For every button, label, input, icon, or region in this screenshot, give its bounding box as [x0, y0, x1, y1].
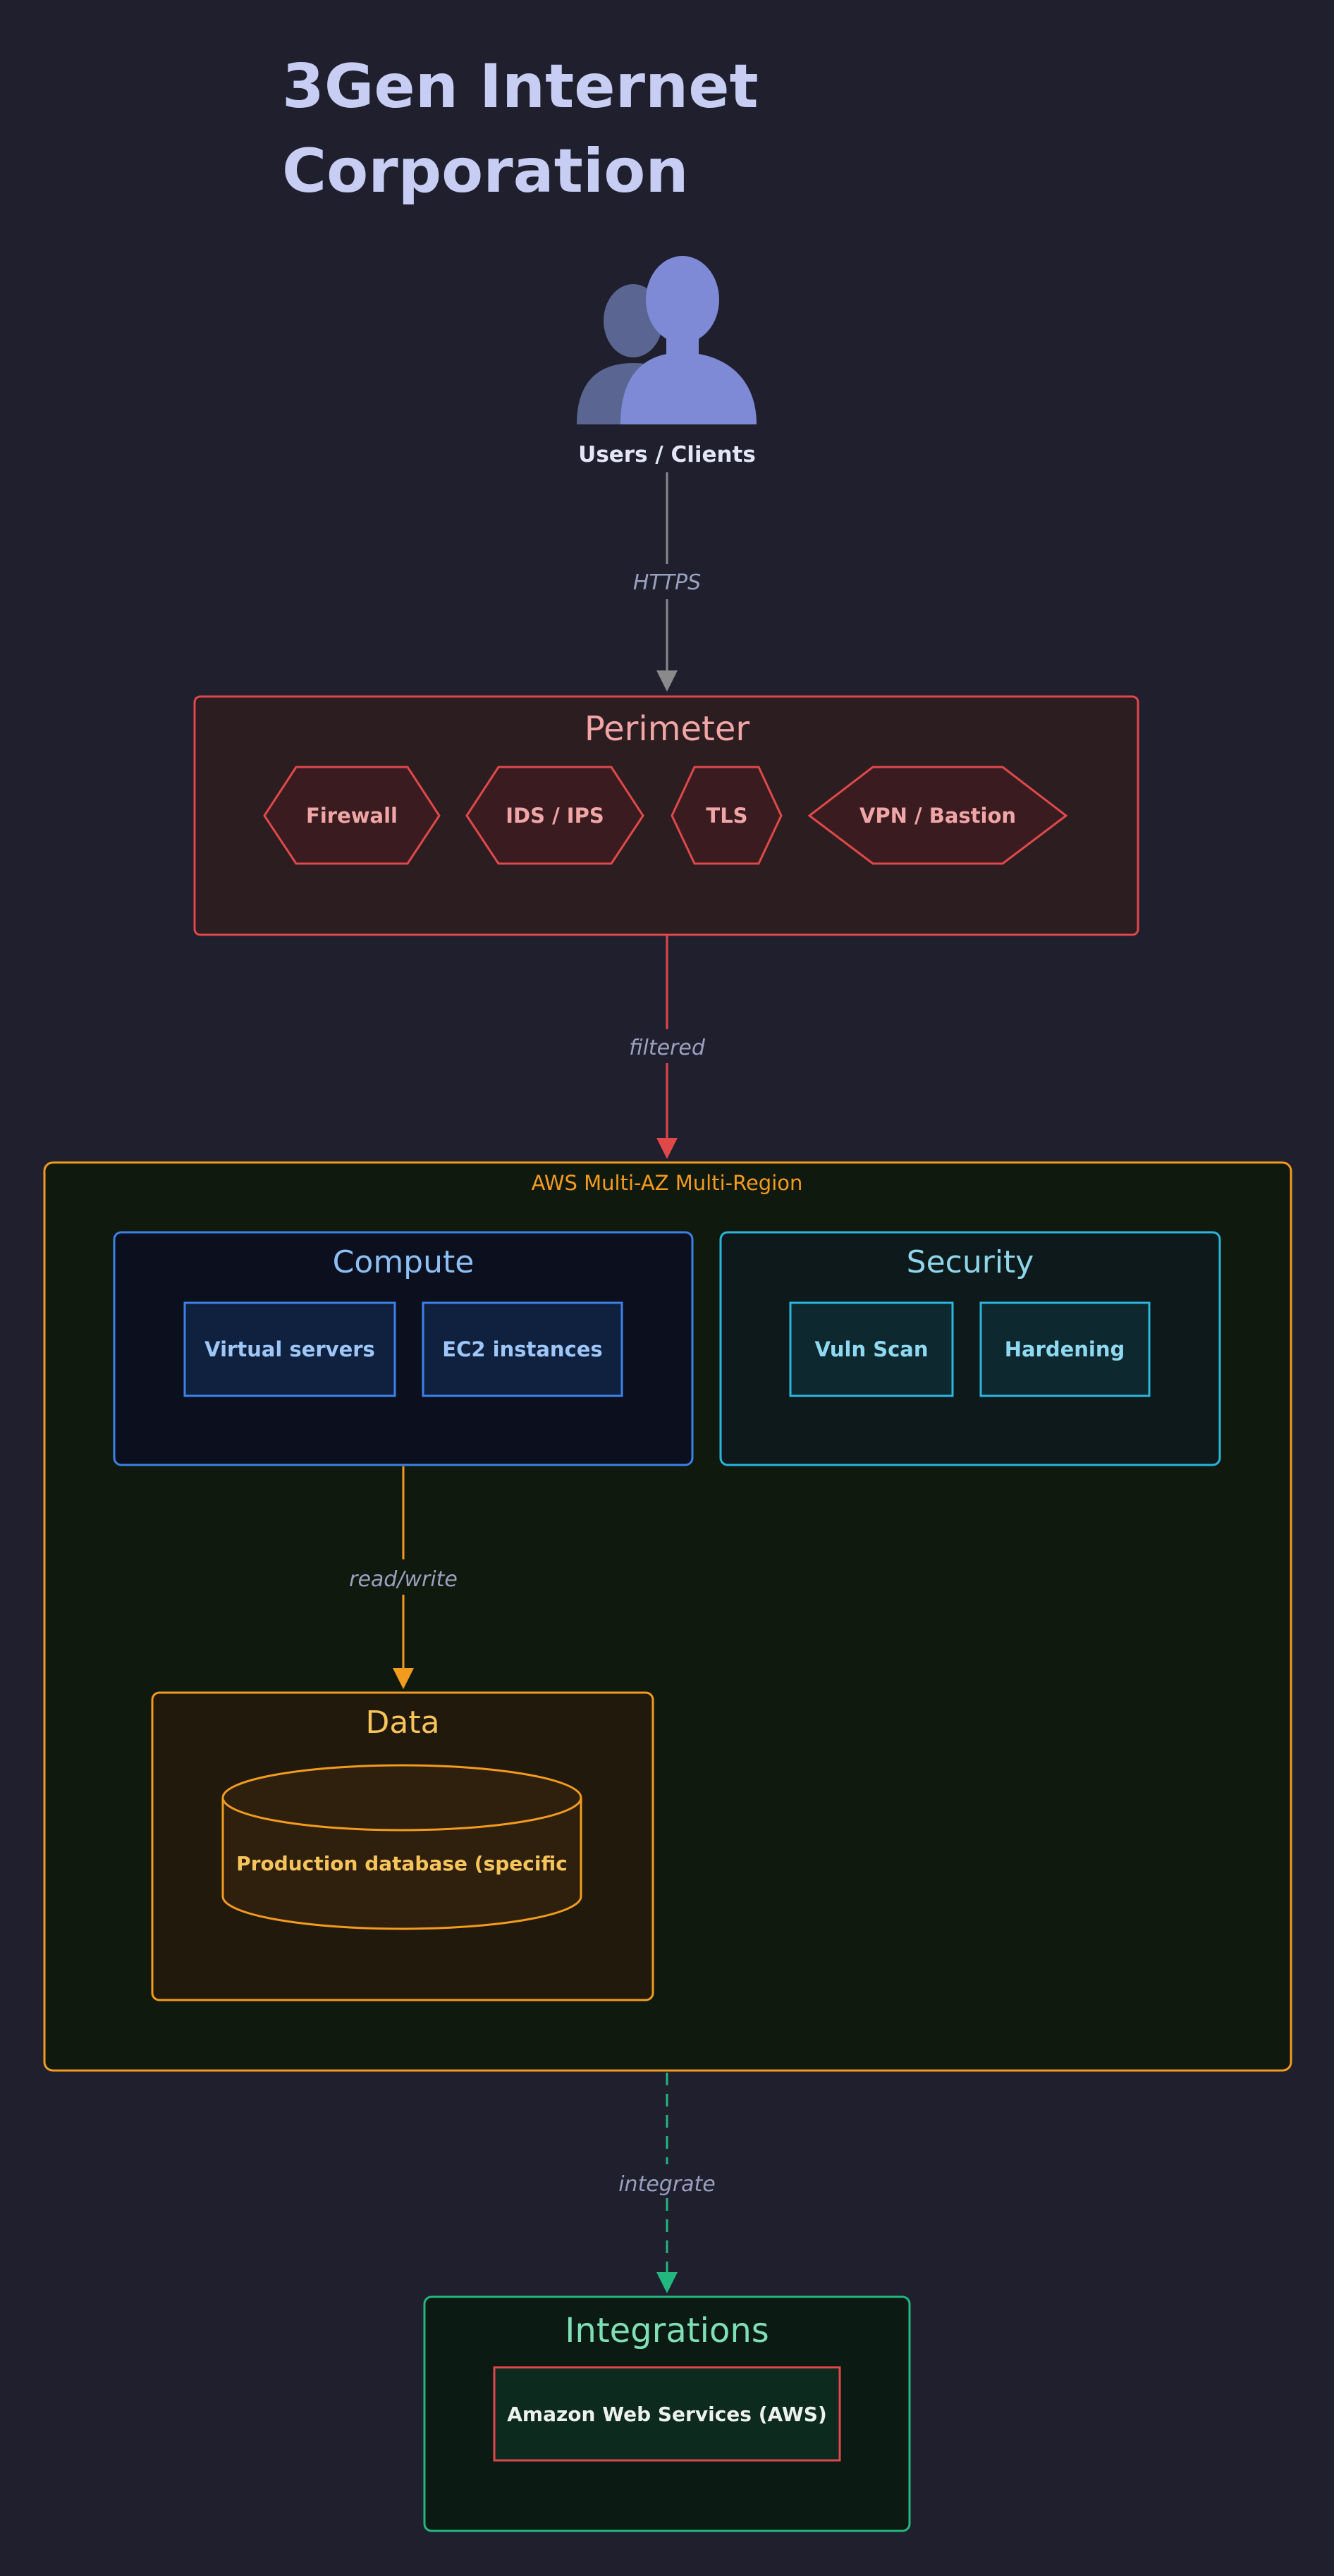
- edge-label-https: HTTPS: [633, 570, 701, 595]
- perimeter-node-ids-ips: IDS / IPS: [465, 766, 644, 865]
- security-group: [719, 1231, 1221, 1466]
- security-title: Security: [907, 1244, 1034, 1280]
- compute-item-label: Virtual servers: [204, 1337, 375, 1361]
- database-label: Production database (specific: [236, 1852, 568, 1875]
- perimeter-node-vpn-bastion: VPN / Bastion: [807, 766, 1068, 865]
- users-icon: [577, 256, 757, 424]
- perimeter-item-label: VPN / Bastion: [859, 804, 1016, 828]
- perimeter-node-tls: TLS: [671, 766, 783, 865]
- compute-title: Compute: [333, 1244, 475, 1280]
- edge-label-filtered: filtered: [629, 1036, 706, 1060]
- perimeter-group: [193, 695, 1139, 936]
- security-item-label: Vuln Scan: [814, 1337, 928, 1361]
- compute-group: [113, 1231, 694, 1466]
- perimeter-item-label: Firewall: [306, 804, 398, 828]
- compute-item-label: EC2 instances: [442, 1337, 602, 1361]
- diagram-title-line-2: Corporation: [282, 136, 689, 207]
- security-node-vuln-scan: Vuln Scan: [789, 1301, 954, 1397]
- compute-node-virtual-servers: Virtual servers: [183, 1301, 396, 1397]
- perimeter-item-label: TLS: [706, 804, 747, 828]
- perimeter-title: Perimeter: [585, 709, 749, 749]
- database-icon: [221, 1764, 582, 1930]
- security-node-hardening: Hardening: [979, 1301, 1151, 1397]
- edge-label-read-write: read/write: [349, 1567, 458, 1592]
- edge-label-integrate: integrate: [618, 2172, 716, 2197]
- aws-region-title: AWS Multi-AZ Multi-Region: [532, 1171, 803, 1195]
- perimeter-item-label: IDS / IPS: [506, 804, 604, 828]
- users-label: Users / Clients: [578, 442, 756, 467]
- integration-node-aws: Amazon Web Services (AWS): [493, 2366, 841, 2462]
- perimeter-node-firewall: Firewall: [263, 766, 441, 865]
- data-title: Data: [365, 1705, 439, 1741]
- integration-item-label: Amazon Web Services (AWS): [507, 2403, 827, 2426]
- compute-node-ec2-instances: EC2 instances: [422, 1301, 623, 1397]
- diagram-title-line-1: 3Gen Internet: [282, 51, 759, 122]
- integrations-title: Integrations: [565, 2311, 769, 2350]
- security-item-label: Hardening: [1005, 1337, 1125, 1361]
